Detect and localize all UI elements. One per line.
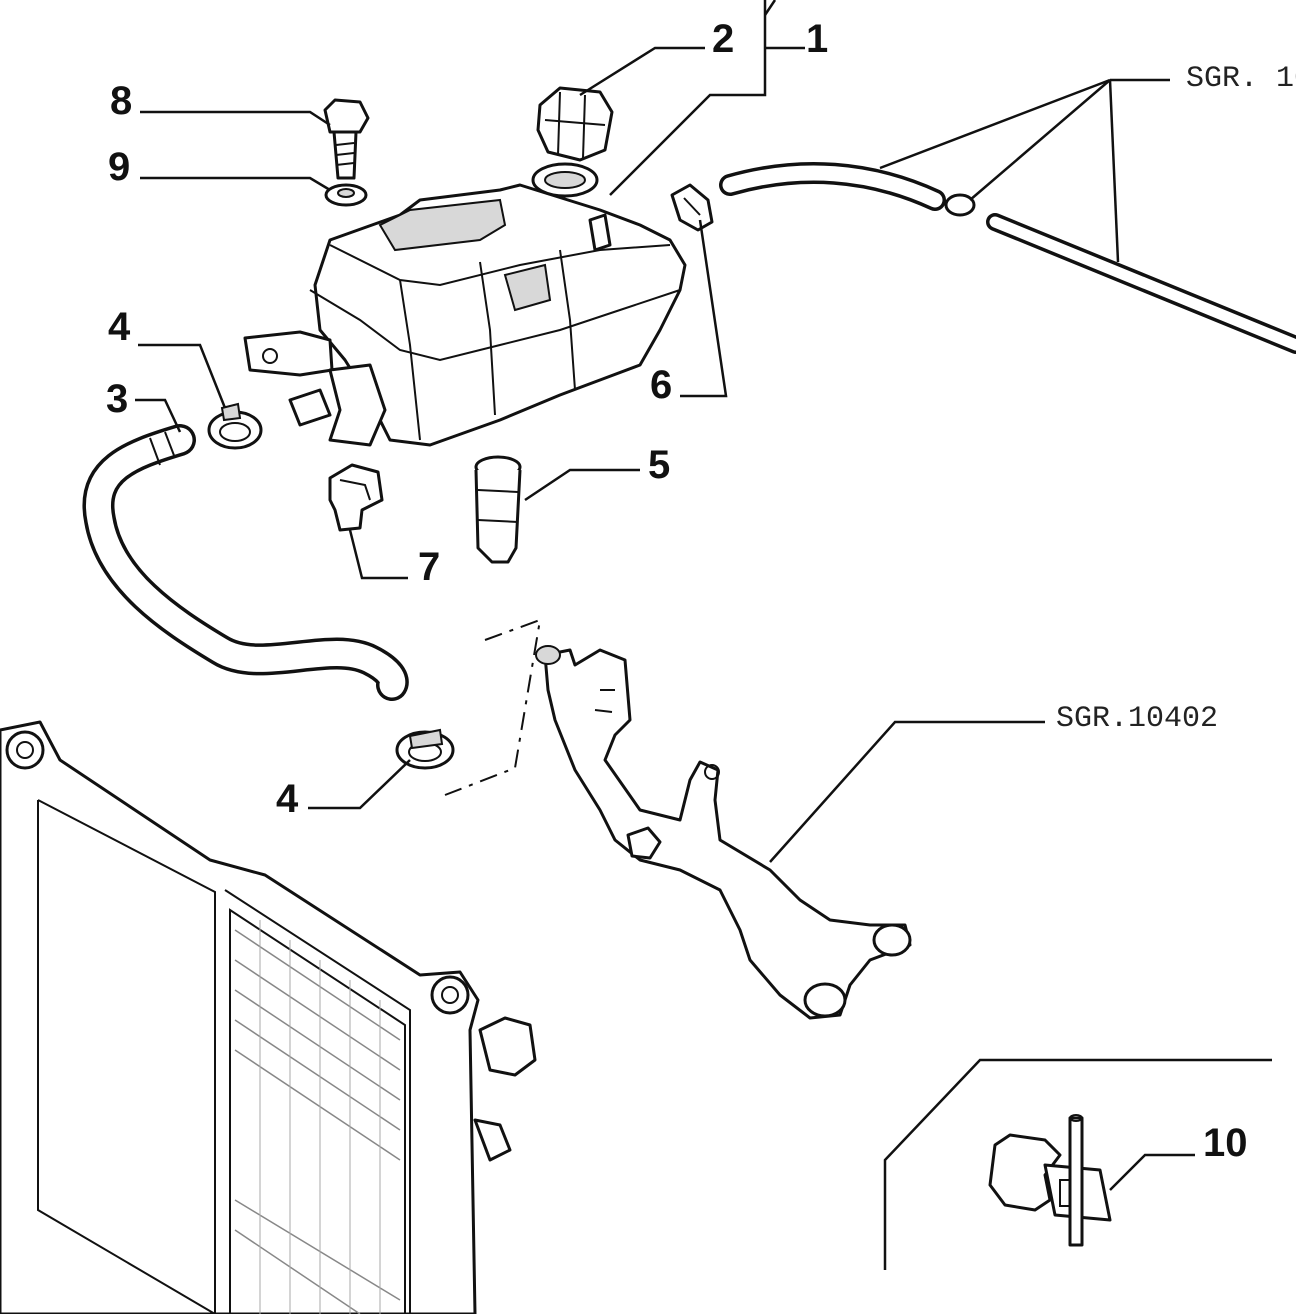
washer <box>324 183 368 207</box>
reference-sgr-10402: SGR.10402 <box>1056 702 1218 736</box>
callout-1: 1 <box>806 17 828 61</box>
callout-9: 9 <box>108 145 130 189</box>
hose <box>82 424 409 701</box>
bolt <box>323 98 370 180</box>
callout-7: 7 <box>418 545 440 589</box>
filler-cap <box>536 86 614 162</box>
callout-4-lower: 4 <box>276 777 299 821</box>
callout-5: 5 <box>648 443 670 487</box>
callout-3: 3 <box>106 377 128 421</box>
reference-sgr-top: SGR. 10 <box>1186 62 1296 96</box>
callout-8: 8 <box>110 79 132 123</box>
callout-2: 2 <box>712 17 734 61</box>
detail-inset <box>883 1058 1272 1270</box>
leader-lines <box>135 0 1195 1191</box>
small-hose <box>719 162 1296 354</box>
callout-10: 10 <box>1203 1121 1248 1165</box>
expansion-tank <box>243 162 687 447</box>
hose-clamp-upper <box>207 402 263 450</box>
level-sensor <box>474 455 522 564</box>
callout-4-upper: 4 <box>108 305 131 349</box>
callout-6: 6 <box>650 363 672 407</box>
dashed-connection <box>444 618 542 796</box>
radiator <box>0 720 537 1314</box>
connector <box>328 463 384 532</box>
coolant-pipe <box>535 645 912 1020</box>
hose-clamp-lower <box>395 728 455 770</box>
clip <box>670 183 714 232</box>
